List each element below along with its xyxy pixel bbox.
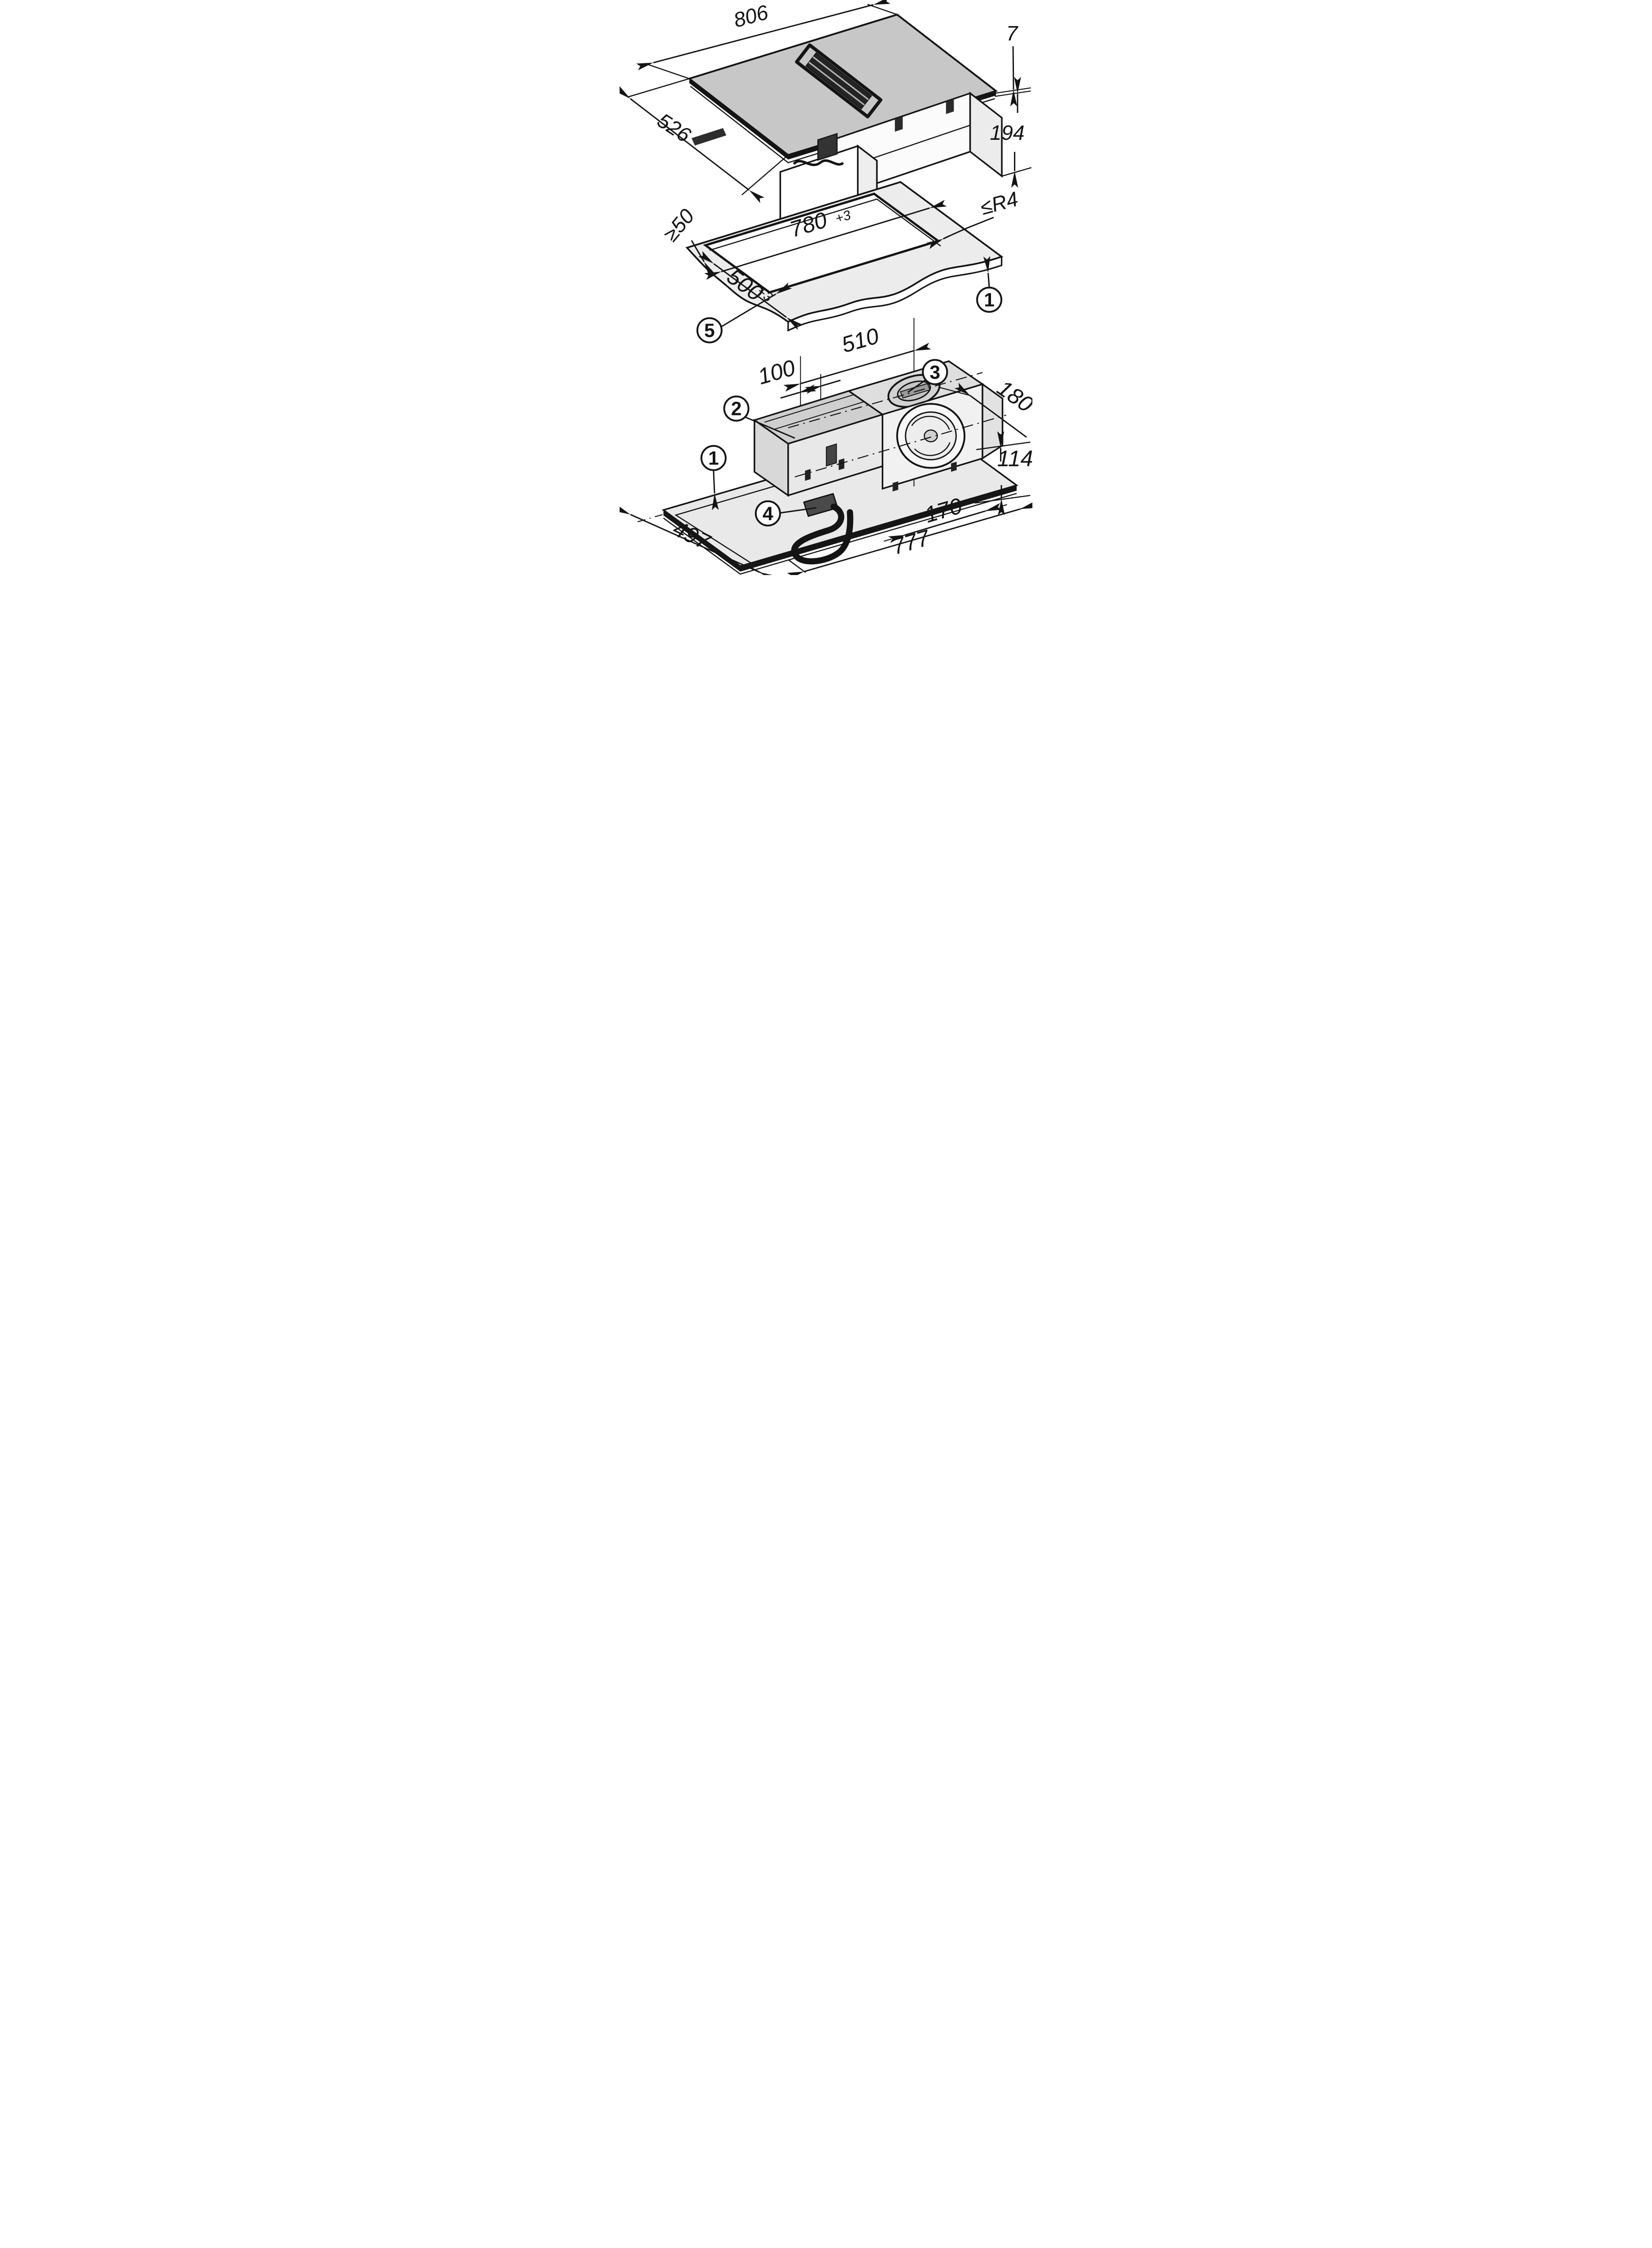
installation-diagram: 806 526 7 194 ≥50 780 +3 500 +3 ≤R4 xyxy=(620,0,1032,575)
fan-blade-arc xyxy=(914,442,951,456)
filter-box-ridge xyxy=(764,393,858,423)
callout-circle-air-outlet xyxy=(922,359,948,385)
worktop-thickness-edge xyxy=(787,256,1003,332)
callout-circle-worktop-bottom xyxy=(700,445,727,471)
callout-arrow-worktop xyxy=(983,256,991,287)
extension-dashdot xyxy=(985,504,1007,512)
dimension-line-width xyxy=(636,0,891,71)
callout-circle-mains-cable xyxy=(755,500,781,526)
technical-drawing-page: 806 526 7 194 ≥50 780 +3 500 +3 ≤R4 xyxy=(620,0,1032,575)
blower-clip xyxy=(951,461,957,472)
dim-label-underside-height: 114 xyxy=(997,446,1032,471)
housing-slot-detail xyxy=(946,99,954,114)
callout-leader-filter-unit xyxy=(745,416,795,439)
dimension-line-filter-offset xyxy=(799,385,822,393)
callout-label-air-outlet: 3 xyxy=(930,362,941,383)
filter-clip xyxy=(839,458,844,470)
dim-label-corner-radius: ≤R4 xyxy=(978,187,1021,219)
extension-line xyxy=(628,78,690,98)
reference-line-housing-bottom xyxy=(1001,167,1032,177)
dimension-line-cutout-depth xyxy=(698,251,802,330)
dim-label-width: 806 xyxy=(731,0,771,32)
filter-latch xyxy=(826,443,837,467)
dimension-line-outlet-offset xyxy=(783,343,931,392)
center-line-outlet xyxy=(788,372,983,428)
extension-line xyxy=(867,4,897,15)
filter-box-left xyxy=(754,419,789,497)
reference-line-glass-bottom xyxy=(995,90,1031,97)
wiring-detail xyxy=(793,159,844,166)
housing-slot-detail xyxy=(895,116,903,132)
view-appliance-top: 806 526 7 194 xyxy=(620,0,1032,236)
view-worktop-cutout: ≥50 780 +3 500 +3 ≤R4 1 5 xyxy=(659,181,1021,343)
dim-label-glass-thickness: 7 xyxy=(1006,22,1019,45)
dimension-line-underside-depth xyxy=(620,504,777,575)
dim-label-filter-offset: 100 xyxy=(755,355,798,389)
leader-corner-radius xyxy=(944,217,994,239)
callout-leader-mains-cable xyxy=(780,507,817,514)
extension-dashdot xyxy=(1019,505,1032,510)
leader-arrow-corner-radius xyxy=(926,235,951,249)
callout-label-filter-unit: 2 xyxy=(731,398,742,419)
center-line-fan xyxy=(795,415,1006,477)
callout-circle-cut-edge xyxy=(696,317,723,343)
dim-label-outlet-offset: 510 xyxy=(839,323,882,358)
callout-label-worktop-bottom: 1 xyxy=(708,448,719,469)
filter-box-ridge xyxy=(775,400,869,430)
fan-blade-arc xyxy=(911,415,950,430)
mounting-bracket xyxy=(691,128,727,146)
filter-clip xyxy=(805,469,811,481)
dimension-arrow-glass-thickness xyxy=(1010,46,1018,107)
dim-label-installation-height: 194 xyxy=(990,121,1024,144)
dimension-arrow-filter-offset xyxy=(780,384,817,399)
dim-label-depth: 526 xyxy=(653,108,695,147)
callout-label-cut-edge: 5 xyxy=(704,320,715,341)
fan-hub xyxy=(924,429,938,442)
callout-circle-filter-unit xyxy=(723,395,750,422)
callout-arrow-cut-edge xyxy=(721,282,792,327)
extension-line xyxy=(648,64,690,80)
dim-label-underside-length: 777 xyxy=(889,525,933,559)
dimension-line-underside-length xyxy=(787,501,1032,575)
terminal-block xyxy=(817,133,838,161)
dimension-arrow-filter-offset xyxy=(804,379,841,394)
dimension-line-depth xyxy=(620,85,765,203)
view-appliance-bottom: 510 100 180 114 170 777 497 1 xyxy=(620,318,1032,575)
extension-dashdot xyxy=(637,513,664,522)
callout-leader-air-outlet xyxy=(907,379,926,393)
callout-label-mains-cable: 4 xyxy=(763,503,773,524)
glass-front-edge-band xyxy=(689,78,996,160)
callout-label-worktop: 1 xyxy=(984,290,995,311)
callout-circle-worktop xyxy=(976,286,1003,313)
dimension-line-outlet-depth xyxy=(954,383,1027,438)
dim-label-edge-distance: ≥50 xyxy=(659,204,699,245)
blower-clip xyxy=(893,481,898,492)
